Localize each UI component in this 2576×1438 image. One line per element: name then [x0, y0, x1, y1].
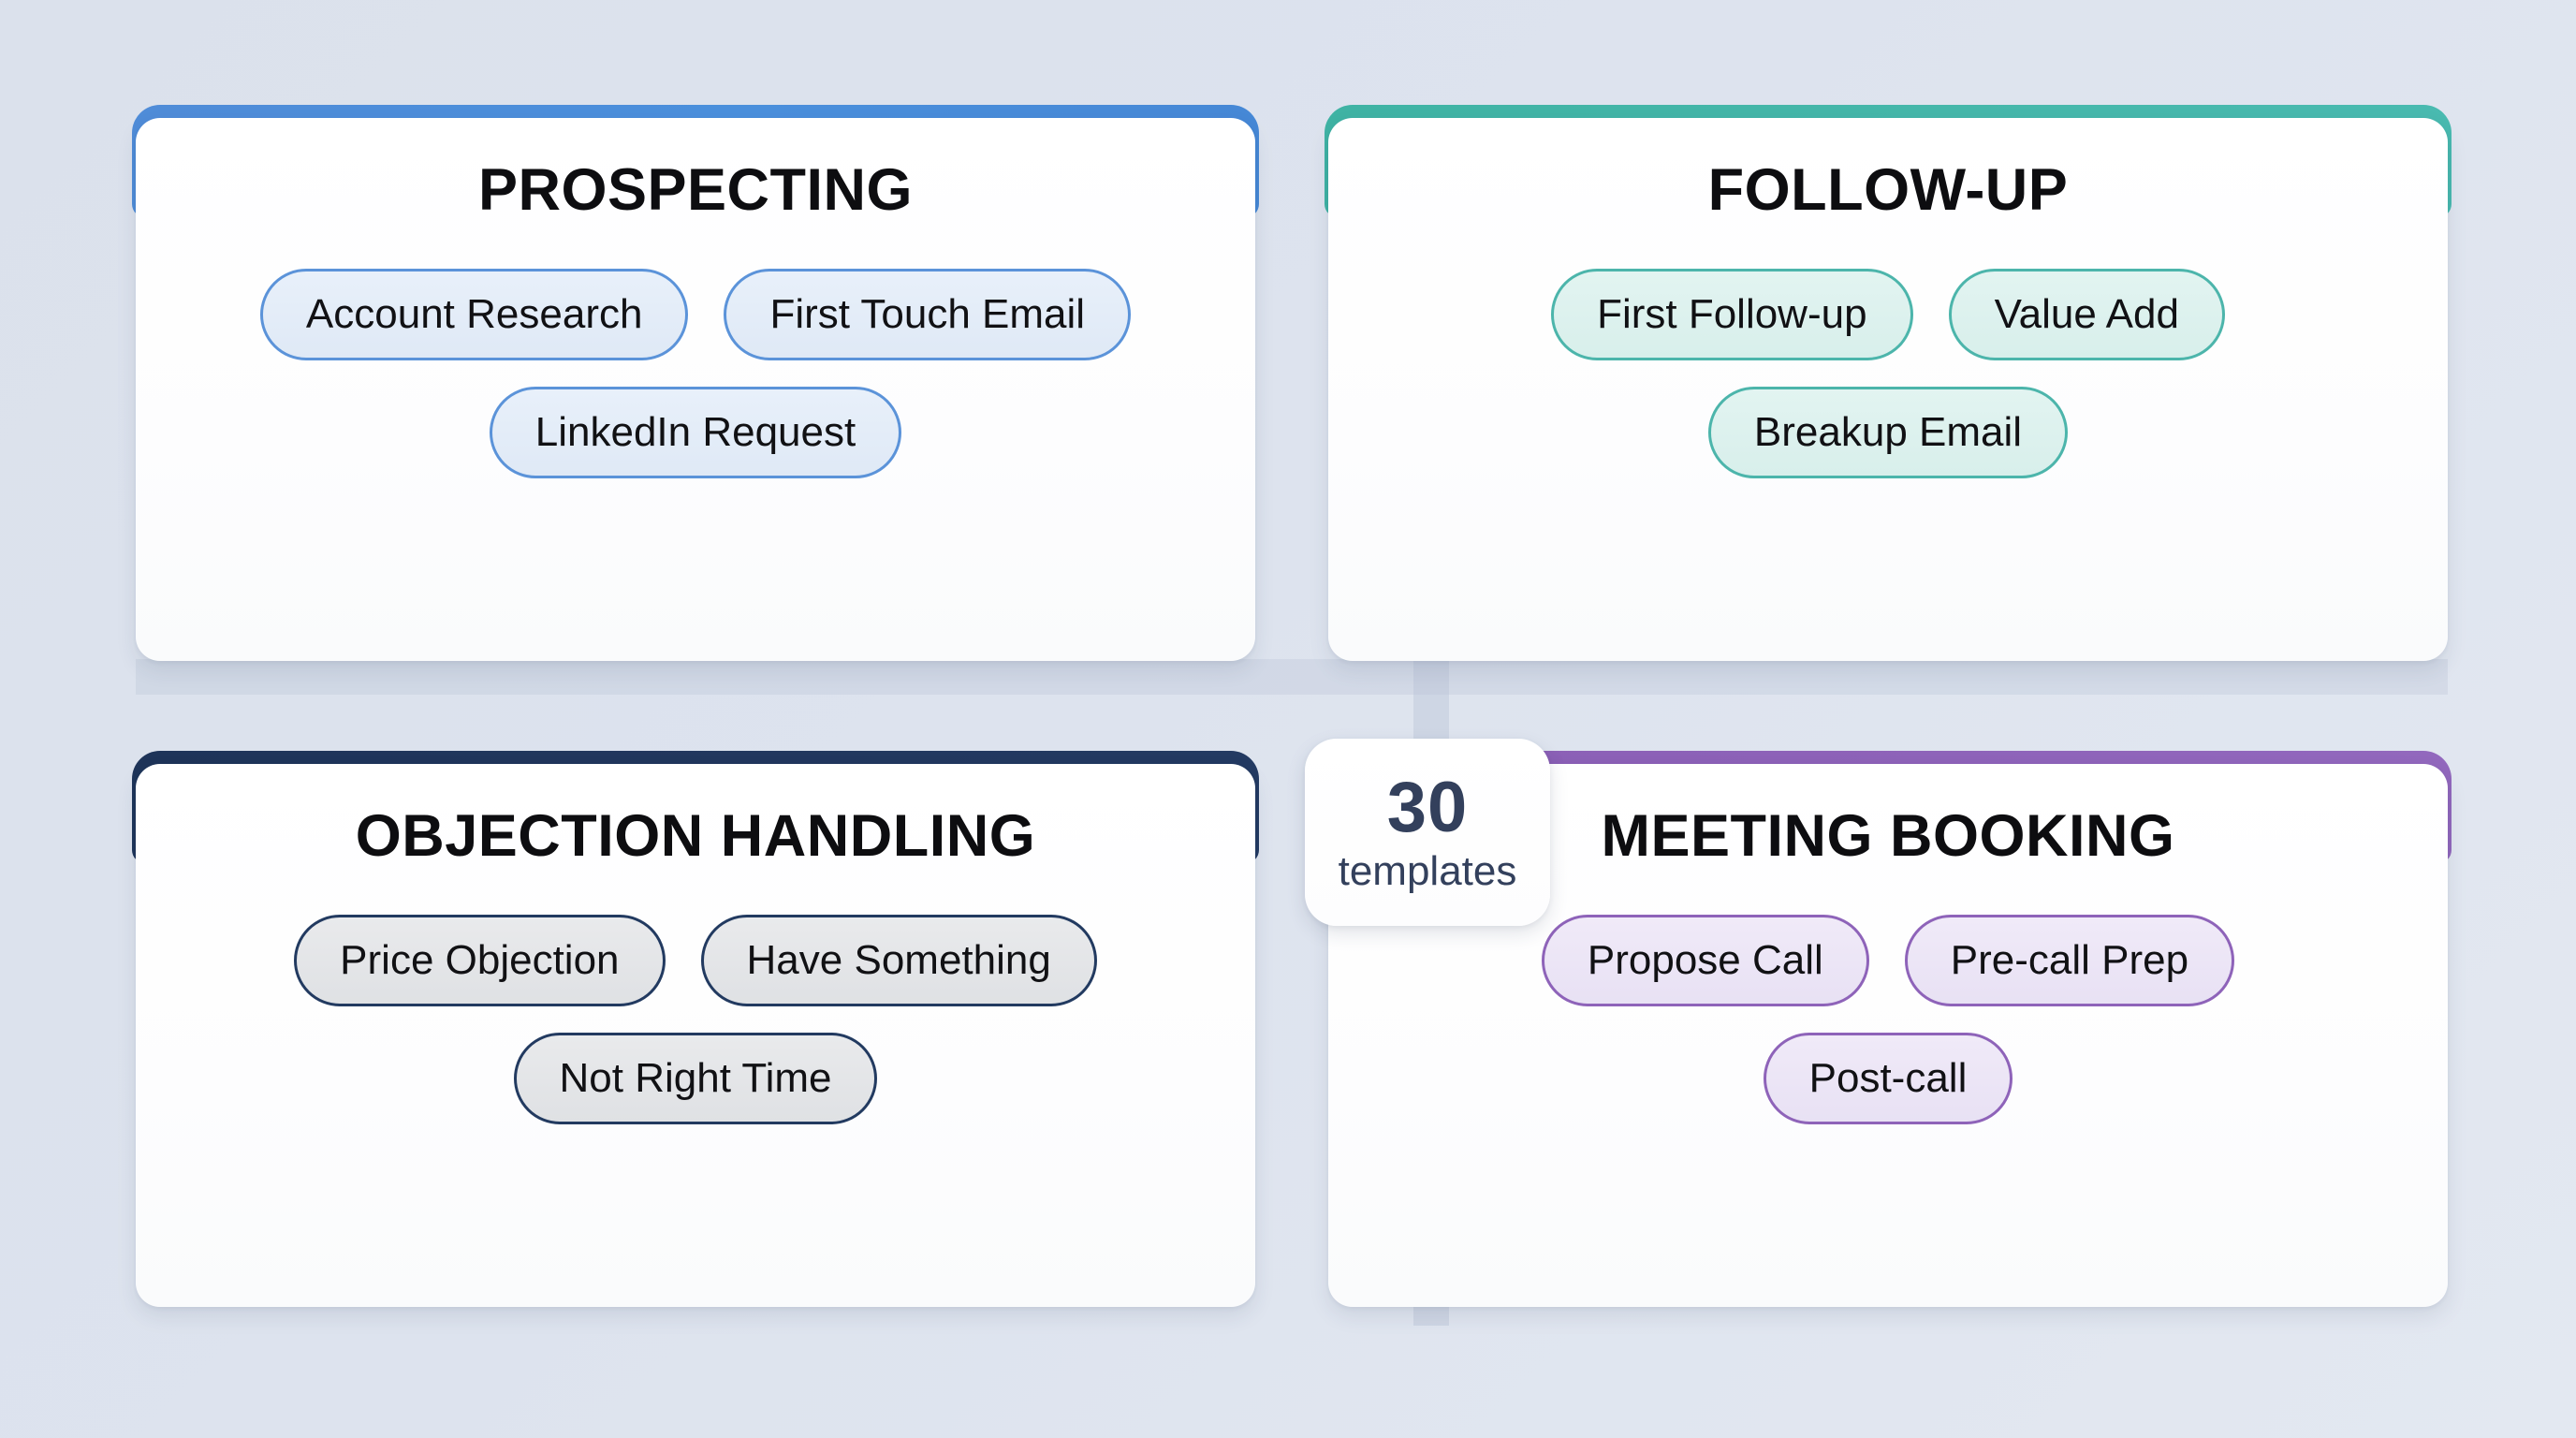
category-card-objection-handling[interactable]: OBJECTION HANDLING Price Objection Have … — [132, 751, 1259, 1326]
template-pill[interactable]: Not Right Time — [513, 1033, 878, 1124]
template-count-number: 30 — [1386, 768, 1469, 847]
pill-row: LinkedIn Request — [489, 387, 902, 478]
template-count-label: templates — [1338, 848, 1517, 894]
pill-row: First Follow-up Value Add — [1551, 269, 2225, 360]
template-count-badge: 30 templates — [1305, 739, 1550, 926]
template-pill[interactable]: Value Add — [1948, 269, 2225, 360]
pill-group-objection-handling: Price Objection Have Something Not Right… — [136, 915, 1255, 1124]
category-card-prospecting[interactable]: PROSPECTING Account Research First Touch… — [132, 105, 1259, 680]
template-pill[interactable]: Breakup Email — [1707, 387, 2069, 478]
card-body-prospecting: PROSPECTING Account Research First Touch… — [136, 118, 1255, 661]
pill-row: Not Right Time — [513, 1033, 878, 1124]
template-pill[interactable]: First Follow-up — [1551, 269, 1913, 360]
pill-row: Propose Call Pre-call Prep — [1541, 915, 2235, 1006]
template-pill[interactable]: Propose Call — [1541, 915, 1869, 1006]
template-pill[interactable]: Price Objection — [294, 915, 666, 1006]
template-pill[interactable]: Have Something — [700, 915, 1097, 1006]
card-title-objection-handling: OBJECTION HANDLING — [355, 803, 1036, 869]
card-title-follow-up: FOLLOW-UP — [1707, 157, 2069, 223]
category-board: PROSPECTING Account Research First Touch… — [132, 105, 2452, 1326]
template-pill[interactable]: LinkedIn Request — [489, 387, 902, 478]
card-body-follow-up: FOLLOW-UP First Follow-up Value Add Brea… — [1328, 118, 2448, 661]
card-title-prospecting: PROSPECTING — [477, 157, 914, 223]
pill-row: Post-call — [1763, 1033, 2013, 1124]
horizontal-divider — [136, 659, 2448, 695]
card-body-objection-handling: OBJECTION HANDLING Price Objection Have … — [136, 764, 1255, 1307]
pill-group-prospecting: Account Research First Touch Email Linke… — [136, 269, 1255, 478]
pill-row: Breakup Email — [1707, 387, 2069, 478]
category-card-follow-up[interactable]: FOLLOW-UP First Follow-up Value Add Brea… — [1325, 105, 2452, 680]
template-pill[interactable]: Account Research — [259, 269, 689, 360]
pill-row: Price Objection Have Something — [294, 915, 1097, 1006]
template-pill[interactable]: Pre-call Prep — [1904, 915, 2235, 1006]
pill-row: Account Research First Touch Email — [259, 269, 1132, 360]
card-title-meeting-booking: MEETING BOOKING — [1601, 803, 2175, 869]
pill-group-follow-up: First Follow-up Value Add Breakup Email — [1328, 269, 2448, 478]
template-pill[interactable]: Post-call — [1763, 1033, 2013, 1124]
template-pill[interactable]: First Touch Email — [724, 269, 1132, 360]
pill-group-meeting-booking: Propose Call Pre-call Prep Post-call — [1328, 915, 2448, 1124]
